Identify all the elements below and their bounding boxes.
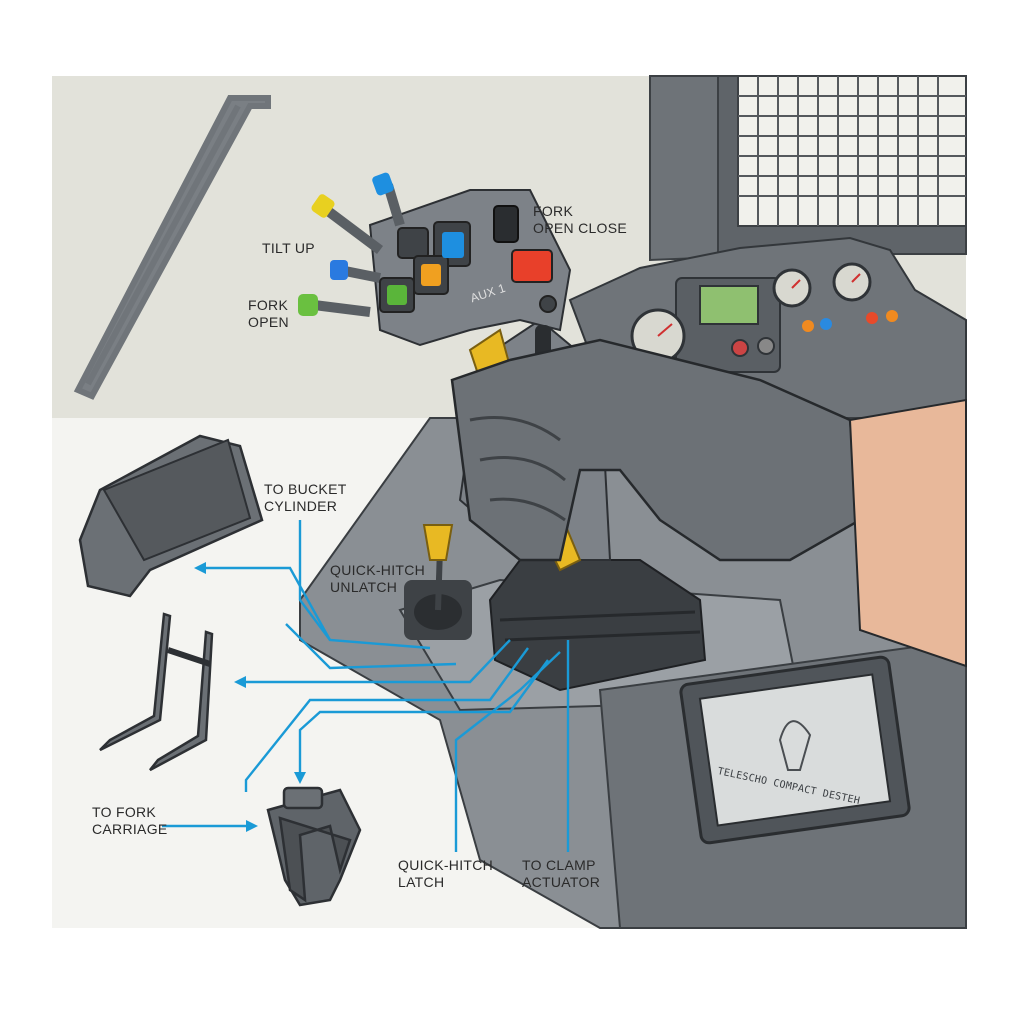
forks-icon <box>99 612 214 772</box>
label-latch-line1: QUICK-HITCH <box>398 857 494 873</box>
dash-led-blue <box>820 318 832 330</box>
label-clamp-line2: ACTUATOR <box>522 874 601 890</box>
label-to-clamp-actuator: TO CLAMP ACTUATOR <box>522 857 600 891</box>
label-fork-open-close-line1: FORK <box>533 203 574 219</box>
green-button[interactable] <box>387 285 407 305</box>
dash-led-orange <box>802 320 814 332</box>
screen-joystick-glyph <box>778 720 812 771</box>
orange-button[interactable] <box>421 264 441 286</box>
label-unlatch-line1: QUICK-HITCH <box>330 562 426 578</box>
rocker-switch[interactable] <box>493 205 519 243</box>
cab-window-mesh <box>737 75 967 227</box>
label-fork-open-line2: OPEN <box>248 314 289 330</box>
mesh-grid <box>738 76 966 226</box>
label-quick-hitch-unlatch: QUICK-HITCH UNLATCH <box>330 562 425 596</box>
label-to-fork-carriage: TO FORK CARRIAGE <box>92 804 168 838</box>
clamp-icon <box>266 786 362 907</box>
leader-lines <box>162 520 570 852</box>
red-button[interactable] <box>511 249 553 283</box>
dash-switch-2 <box>757 337 775 355</box>
dash-led-orange-2 <box>886 310 898 322</box>
label-tilt-up: TILT UP <box>262 240 315 256</box>
rail-icon <box>73 95 271 400</box>
small-joystick-knob <box>422 524 454 561</box>
label-unlatch-line2: UNLATCH <box>330 579 398 595</box>
label-fork-open: FORK OPEN <box>248 297 289 331</box>
label-clamp-line1: TO CLAMP <box>522 857 596 873</box>
screen-icon <box>698 673 892 827</box>
leader-arrowheads <box>194 562 306 832</box>
glove-icon <box>450 338 862 562</box>
blue-button[interactable] <box>442 232 464 258</box>
label-fork-carriage-line1: TO FORK <box>92 804 157 820</box>
aux-button[interactable] <box>539 295 557 313</box>
label-fork-open-close-line2: OPEN CLOSE <box>533 220 628 236</box>
label-fork-open-line1: FORK <box>248 297 289 313</box>
small-joystick-boot <box>414 594 462 630</box>
label-latch-line2: LATCH <box>398 874 445 890</box>
label-to-bucket-line2: CYLINDER <box>264 498 338 514</box>
label-to-bucket-line1: TO BUCKET <box>264 481 347 497</box>
label-fork-open-close: FORK OPEN CLOSE <box>533 203 627 237</box>
label-quick-hitch-latch: QUICK-HITCH LATCH <box>398 857 493 891</box>
label-to-bucket-cylinder: TO BUCKET CYLINDER <box>264 481 347 515</box>
dash-lcd <box>699 285 759 325</box>
dash-switch-1 <box>731 339 749 357</box>
label-fork-carriage-line2: CARRIAGE <box>92 821 168 837</box>
forearm <box>848 398 967 668</box>
dash-led-red <box>866 312 878 324</box>
